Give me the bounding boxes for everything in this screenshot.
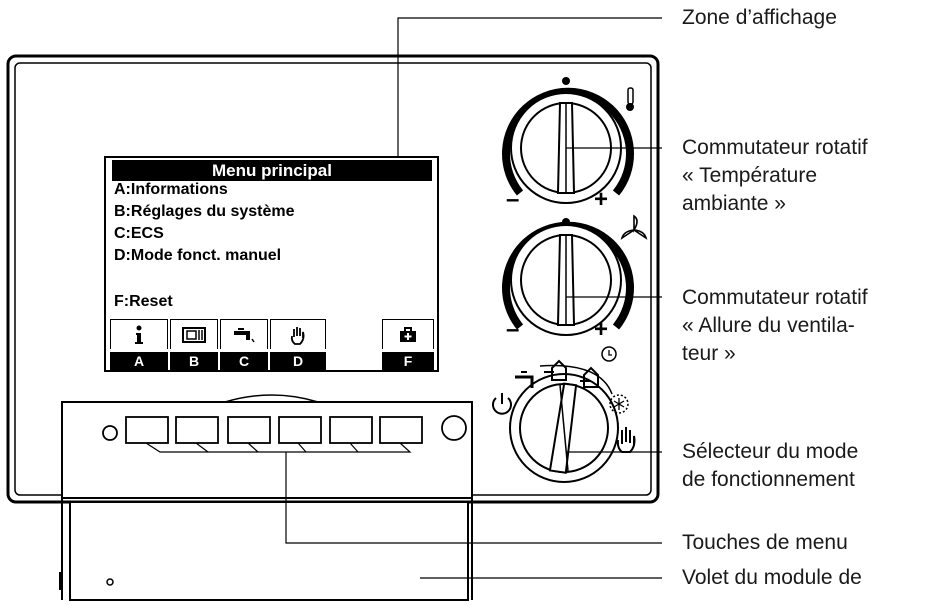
callout-temp-line-3: ambiante » xyxy=(682,192,786,215)
menu-key-6[interactable] xyxy=(379,416,423,444)
callout-temp-line-1: Commutateur rotatif xyxy=(682,136,868,159)
callout-menu-keys: Touches de menu xyxy=(682,529,848,557)
callout-module-flap: Volet du module de xyxy=(682,564,862,592)
info-icon xyxy=(110,319,168,349)
callout-display-zone: Zone d’affichage xyxy=(682,4,837,32)
power-icon xyxy=(492,393,512,415)
menu-key-5[interactable] xyxy=(329,416,373,444)
callout-fan-line-1: Commutateur rotatif xyxy=(682,286,868,309)
menu-item-manual-mode[interactable]: D:Mode fonct. manuel xyxy=(114,247,282,264)
fan-icon xyxy=(620,214,648,240)
callout-temp-line-2: « Température xyxy=(682,164,818,187)
dial-mode-selector[interactable] xyxy=(509,364,619,483)
hand-icon xyxy=(616,427,636,453)
hot-water-tap-icon xyxy=(220,319,268,349)
menu-key-4[interactable] xyxy=(278,416,322,444)
temp-minus-label: – xyxy=(506,186,519,213)
home-arrow-icon xyxy=(544,359,567,381)
menu-item-hot-water[interactable]: C:ECS xyxy=(114,225,164,242)
tap-icon xyxy=(515,371,534,388)
softkey-label-d: D xyxy=(270,352,326,370)
first-aid-kit-icon xyxy=(382,319,434,349)
menu-title: Menu principal xyxy=(112,160,432,181)
softkey-label-c: C xyxy=(220,352,268,370)
snowflake-icon xyxy=(609,394,629,414)
thermometer-icon xyxy=(626,87,634,111)
fan-plus-label: + xyxy=(594,316,608,343)
menu-keys-leaders xyxy=(145,442,662,544)
module-flap xyxy=(59,394,473,601)
callout-display-zone-text: Zone d’affichage xyxy=(682,6,837,29)
menu-keys xyxy=(102,415,467,444)
menu-key-1[interactable] xyxy=(125,416,169,444)
callout-mode-line-2: de fonctionnement xyxy=(682,468,855,491)
callout-fan-line-3: teur » xyxy=(682,342,736,365)
clock-icon xyxy=(601,346,617,362)
led-indicator xyxy=(102,425,118,441)
home-double-arrow-icon xyxy=(580,366,599,388)
system-settings-icon xyxy=(170,319,218,349)
fan-minus-label: – xyxy=(506,316,519,343)
manual-hand-icon xyxy=(270,319,326,349)
callout-menu-keys-text: Touches de menu xyxy=(682,531,848,554)
dial-temperature[interactable] xyxy=(502,77,634,204)
menu-key-3[interactable] xyxy=(227,416,271,444)
callout-mode-line-1: Sélecteur du mode xyxy=(682,440,859,463)
dial-fan[interactable] xyxy=(502,214,648,336)
softkey-label-b: B xyxy=(170,352,218,370)
lcd-display: Menu principal A:Informations B:Réglages… xyxy=(104,156,439,372)
softkey-label-f: F xyxy=(382,352,434,370)
menu-item-informations[interactable]: A:Informations xyxy=(114,181,228,198)
mode-icons xyxy=(492,346,636,453)
softkey-label-a: A xyxy=(110,352,168,370)
temp-plus-label: + xyxy=(594,186,608,213)
menu-key-2[interactable] xyxy=(175,416,219,444)
callout-temperature-switch: Commutateur rotatif « Température ambian… xyxy=(682,134,868,218)
callout-fan-line-2: « Allure du ventila- xyxy=(682,314,855,337)
menu-item-system-settings[interactable]: B:Réglages du système xyxy=(114,203,295,220)
status-button[interactable] xyxy=(441,415,467,441)
callout-mode-selector: Sélecteur du mode de fonctionnement xyxy=(682,438,858,494)
callout-fan-switch: Commutateur rotatif « Allure du ventila-… xyxy=(682,284,868,368)
callout-module-flap-text: Volet du module de xyxy=(682,566,862,589)
menu-item-reset[interactable]: F:Reset xyxy=(114,293,173,310)
